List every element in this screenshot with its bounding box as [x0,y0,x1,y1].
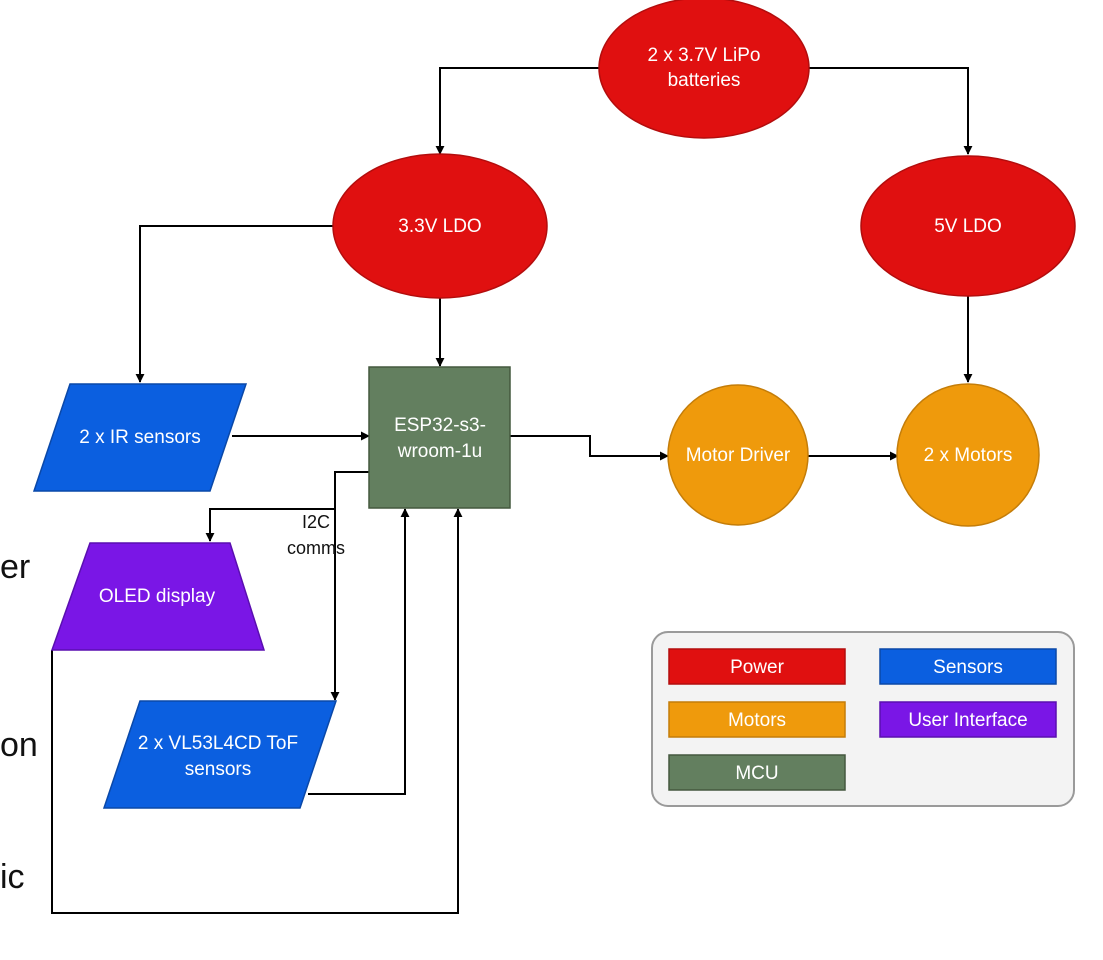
legend-item-sensors: Sensors [879,648,1057,685]
legend-item-mcu: MCU [668,754,846,791]
edge-oled-to-mcu [51,508,463,914]
edges [51,67,973,914]
mcu-label-line2: wroom-1u [397,441,482,462]
left-edge-fragment-1: er [0,548,30,586]
motors-label: 2 x Motors [924,445,1013,466]
node-ldo33: 3.3V LDO [332,153,548,299]
node-mcu: ESP32-s3- wroom-1u [368,366,511,509]
i2c-label-line1: I2C [302,512,330,532]
tof-label-line1: 2 x VL53L4CD ToF [138,733,298,754]
motor-driver-shape [667,384,809,526]
mcu-label-line1: ESP32-s3- [394,415,486,436]
left-edge-fragment-2: on [0,726,38,764]
batteries-shape [598,0,810,139]
legend-label-sensors: Sensors [933,657,1003,678]
legend-label-power: Power [730,657,785,678]
edge-mcu-to-motor-driver [510,435,669,461]
oled-shape [50,542,266,651]
tof-label-line2: sensors [185,759,252,780]
ir-sensors-shape [32,383,248,492]
edge-tof-to-mcu [308,508,410,795]
tof-shape [102,700,338,809]
motors-shape [896,383,1040,527]
node-batteries: 2 x 3.7V LiPo batteries [598,0,810,139]
legend-swatch-mcu [668,754,846,791]
legend-swatch-motors [668,701,846,738]
motor-driver-label: Motor Driver [686,445,791,466]
edge-batteries-to-ldo33 [435,67,600,155]
i2c-comms-label: I2C comms [287,512,345,558]
i2c-label-line2: comms [287,538,345,558]
node-oled: OLED display [50,542,266,651]
node-ir-sensors: 2 x IR sensors [32,383,248,492]
node-motor-driver: Motor Driver [667,384,809,526]
batteries-label-line1: 2 x 3.7V LiPo [647,45,760,66]
legend-label-motors: Motors [728,710,786,731]
mcu-shape [368,366,511,509]
legend-label-user-interface: User Interface [908,710,1027,731]
left-edge-fragment-3: ic [0,858,25,896]
ldo5-shape [860,155,1076,297]
ldo33-label: 3.3V LDO [398,216,481,237]
ldo5-label: 5V LDO [934,216,1002,237]
node-motors: 2 x Motors [896,383,1040,527]
node-tof: 2 x VL53L4CD ToF sensors [102,700,338,809]
node-ldo5: 5V LDO [860,155,1076,297]
edge-ldo33-to-ir-sensors [135,225,334,383]
legend-item-user-interface: User Interface [879,701,1057,738]
oled-label: OLED display [99,586,216,607]
edge-mcu-to-oled [205,471,369,542]
ldo33-shape [332,153,548,299]
legend-label-mcu: MCU [735,763,778,784]
legend-swatch-power [668,648,846,685]
legend-swatch-sensors [879,648,1057,685]
edge-batteries-to-ldo5 [808,67,973,155]
legend-swatch-user-interface [879,701,1057,738]
ir-sensors-label: 2 x IR sensors [79,427,200,448]
legend-item-power: Power [668,648,846,685]
batteries-label-line2: batteries [668,70,741,91]
legend: Power Sensors Motors User Interface MCU [651,631,1075,807]
legend-item-motors: Motors [668,701,846,738]
